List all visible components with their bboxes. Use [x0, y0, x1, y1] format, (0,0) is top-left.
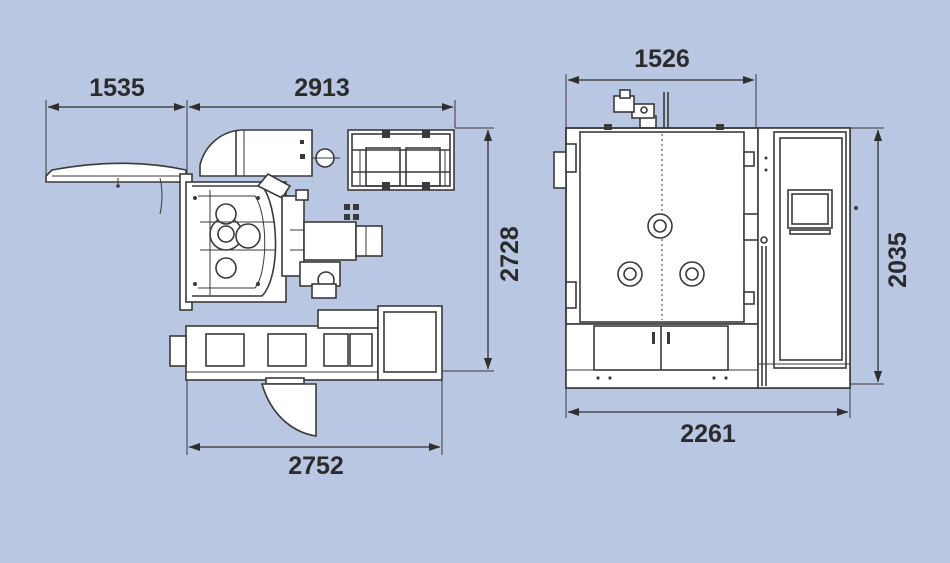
top-duct: [199, 129, 340, 177]
dim-depth: 2728: [496, 226, 524, 282]
front-base: [565, 323, 759, 389]
bottom-unit: [169, 309, 379, 385]
cabinet-plan: [377, 305, 443, 381]
top-view-extension-lines: [45, 100, 494, 455]
dim-front-total-width: 2261: [680, 420, 736, 448]
dim-front-top-width: 1526: [634, 45, 690, 73]
front-view-dimensions: [567, 75, 883, 417]
top-frame: [347, 129, 455, 191]
swing-door: [45, 162, 187, 215]
dim-top-width: 2913: [294, 74, 350, 102]
bottom-door-swing: [260, 383, 317, 437]
front-view: 1526 2261 2035: [553, 45, 912, 448]
dim-left-overhang: 1535: [89, 74, 145, 102]
front-view-extension-lines: [565, 74, 884, 418]
top-view-dimensions: [47, 102, 493, 452]
top-view: 1535 2913 2752 2728: [45, 74, 524, 480]
viewports: [617, 213, 705, 287]
valve-assembly: [256, 172, 383, 299]
control-cabinet: [757, 127, 858, 389]
dim-front-height: 2035: [884, 232, 912, 288]
chamber: [179, 173, 287, 311]
dim-bottom-width: 2752: [288, 452, 344, 480]
top-valve: [613, 89, 669, 129]
